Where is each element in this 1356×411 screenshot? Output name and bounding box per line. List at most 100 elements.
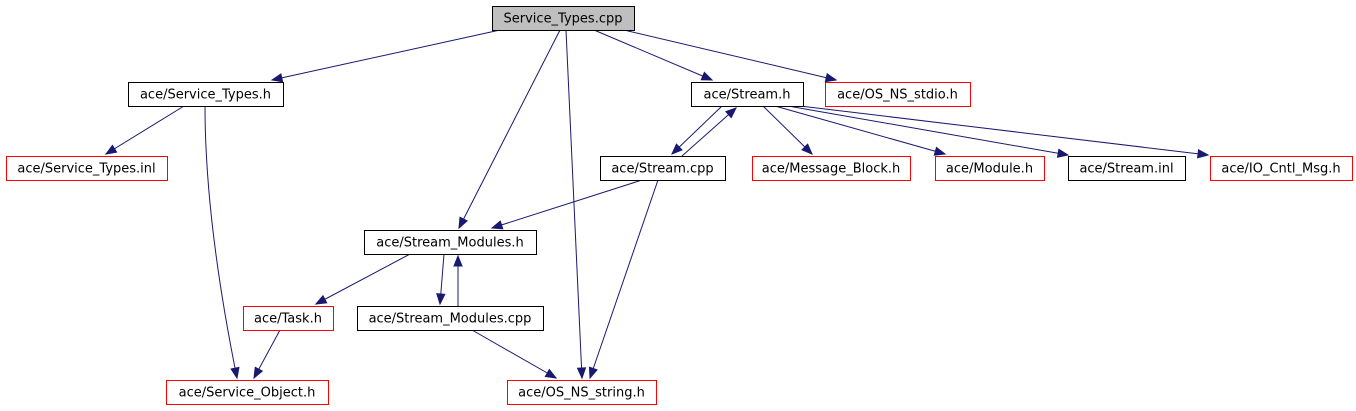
node-box	[600, 156, 726, 181]
node-stream-inl[interactable]: ace/Stream.inl	[1068, 156, 1186, 181]
edge-service_types_cpp-to-os_ns_string	[565, 29, 587, 380]
node-os-ns-string[interactable]: ace/OS_NS_string.h	[507, 380, 657, 405]
arrowhead-icon	[453, 254, 463, 267]
arrowhead-icon	[700, 71, 714, 81]
node-label: ace/Stream_Modules.cpp	[369, 312, 532, 327]
node-box	[492, 6, 635, 31]
arrowhead-icon	[801, 143, 813, 155]
edge-stream_modules_cpp-to-stream_modules_h	[453, 254, 463, 306]
arrowhead-icon	[544, 368, 558, 379]
node-service-types-h[interactable]: ace/Service_Types.h	[128, 82, 284, 107]
edge-line	[458, 29, 561, 229]
arrowhead-icon	[725, 107, 738, 119]
arrowhead-icon	[824, 72, 838, 83]
node-box	[691, 82, 804, 107]
node-box	[364, 230, 537, 255]
edge-line	[565, 29, 583, 379]
arrowhead-icon	[458, 216, 468, 230]
node-stream-h[interactable]: ace/Stream.h	[691, 82, 804, 107]
node-label: ace/Task.h	[254, 312, 322, 327]
node-box	[128, 82, 284, 107]
edge-task_h-to-service_object	[253, 329, 281, 380]
node-label: ace/Stream_Modules.h	[376, 236, 523, 251]
arrowhead-icon	[576, 367, 587, 380]
edge-stream_cpp-to-os_ns_string	[588, 179, 659, 380]
edge-line	[589, 179, 659, 379]
edge-stream_h-to-message_block	[762, 105, 813, 155]
nodes-layer: Service_Types.cpp ace/Service_Types.h ace/…	[6, 6, 1353, 405]
arrowhead-icon	[104, 144, 118, 155]
edge-line	[315, 253, 411, 305]
edge-stream_cpp-to-stream_h	[681, 107, 738, 157]
edge-line	[681, 107, 737, 157]
edge-stream_h-to-io_cntl_msg	[799, 105, 1210, 159]
node-label: ace/OS_NS_string.h	[518, 386, 645, 401]
node-label: ace/Service_Types.inl	[17, 162, 155, 177]
node-label: Service_Types.cpp	[504, 12, 623, 27]
node-label: ace/Module.h	[946, 162, 1033, 177]
edge-stream_h-to-stream_inl	[787, 105, 1070, 158]
edge-stream_modules_h-to-stream_modules_cpp	[436, 253, 446, 306]
node-label: ace/Service_Types.h	[140, 88, 271, 103]
node-label: ace/Stream.cpp	[611, 162, 713, 177]
node-service-types-cpp: Service_Types.cpp	[492, 6, 635, 31]
arrowhead-icon	[270, 73, 284, 83]
edge-line	[593, 29, 713, 81]
arrowhead-icon	[314, 294, 328, 305]
edge-stream_h-to-stream_cpp	[671, 105, 723, 155]
node-box	[243, 306, 334, 331]
edge-line	[105, 105, 185, 155]
arrowhead-icon	[230, 366, 240, 380]
node-box	[935, 156, 1045, 181]
edge-line	[623, 29, 837, 81]
node-task-h[interactable]: ace/Task.h	[243, 306, 334, 331]
edge-line	[671, 105, 723, 155]
node-label: ace/Stream.h	[704, 88, 791, 103]
node-box	[752, 156, 911, 181]
node-label: ace/Stream.inl	[1079, 162, 1173, 177]
node-box	[357, 306, 544, 331]
edge-line	[271, 29, 501, 81]
node-box	[1210, 156, 1353, 181]
node-os-ns-stdio[interactable]: ace/OS_NS_stdio.h	[825, 82, 971, 107]
edge-service_types_cpp-to-stream_modules_h	[458, 29, 561, 230]
edge-service_types_h-to-service_types_inl	[104, 105, 185, 155]
arrowhead-icon	[436, 293, 446, 306]
node-message-block[interactable]: ace/Message_Block.h	[752, 156, 911, 181]
node-service-object[interactable]: ace/Service_Object.h	[166, 380, 329, 405]
arrowhead-icon	[588, 366, 598, 380]
edge-line	[491, 179, 643, 229]
edge-stream_modules_cpp-to-os_ns_string	[471, 329, 558, 379]
node-label: ace/Service_Object.h	[179, 386, 316, 401]
edge-line	[787, 105, 1069, 156]
node-box	[1068, 156, 1186, 181]
arrowhead-icon	[671, 143, 683, 155]
node-io-cntl-msg[interactable]: ace/IO_Cntl_Msg.h	[1210, 156, 1353, 181]
edge-line	[204, 105, 238, 379]
node-box	[825, 82, 971, 107]
node-box	[6, 156, 168, 181]
node-service-types-inl[interactable]: ace/Service_Types.inl	[6, 156, 168, 181]
edge-service_types_cpp-to-os_ns_stdio	[623, 29, 838, 83]
edge-service_types_h-to-service_object	[204, 105, 240, 380]
edges-layer	[104, 29, 1210, 380]
edge-line	[774, 105, 946, 155]
node-stream-cpp[interactable]: ace/Stream.cpp	[600, 156, 726, 181]
node-label: ace/Message_Block.h	[762, 162, 901, 177]
arrowhead-icon	[1056, 148, 1070, 158]
node-label: ace/OS_NS_stdio.h	[837, 88, 958, 103]
edge-stream_cpp-to-stream_modules_h	[490, 179, 643, 230]
arrowhead-icon	[1197, 149, 1210, 159]
node-module-h[interactable]: ace/Module.h	[935, 156, 1045, 181]
node-stream-modules-h[interactable]: ace/Stream_Modules.h	[364, 230, 537, 255]
edge-stream_modules_h-to-task_h	[314, 253, 411, 305]
edge-service_types_cpp-to-stream_h	[593, 29, 714, 81]
edge-line	[471, 329, 557, 379]
node-box	[166, 380, 329, 405]
node-stream-modules-cpp[interactable]: ace/Stream_Modules.cpp	[357, 306, 544, 331]
node-box	[507, 380, 657, 405]
arrowhead-icon	[933, 146, 947, 156]
edge-service_types_cpp-to-service_types_h	[270, 29, 501, 83]
node-label: ace/IO_Cntl_Msg.h	[1221, 162, 1340, 177]
